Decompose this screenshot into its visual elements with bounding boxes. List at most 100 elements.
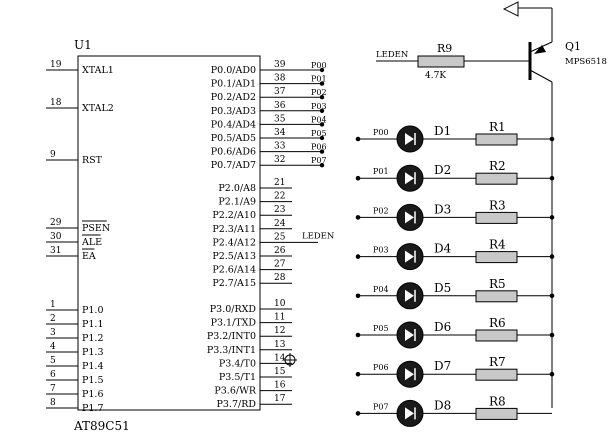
driver-stage: LEDEN R9 4.7K Q1 MPS6518: [376, 1, 607, 408]
led-row-4: P03 D4 R4: [355, 238, 555, 271]
pin-number: 39: [274, 60, 286, 70]
diode-ref: D1: [434, 124, 451, 138]
pin-name: EA: [82, 251, 96, 262]
pin-name: P3.7/RD: [217, 399, 257, 410]
resistor-ref: R4: [489, 238, 506, 252]
pin-number: 9: [50, 150, 56, 160]
pin-number: 2: [50, 314, 56, 324]
pin-name: P2.4/A12: [212, 237, 256, 248]
pin-name: XTAL2: [82, 103, 114, 114]
pin-number: 6: [50, 370, 56, 380]
transistor-emitter-arrow-icon: [534, 45, 546, 54]
net-label: P04: [311, 115, 327, 124]
pin-name: P2.2/A10: [212, 210, 256, 221]
r9-net-label: LEDEN: [376, 50, 409, 60]
led-net-label: P06: [373, 363, 389, 372]
diode-ref: D4: [434, 242, 452, 256]
pin-name: P3.5/T1: [219, 372, 256, 383]
pin-number: 38: [274, 74, 286, 84]
pin-number: 15: [274, 367, 286, 377]
pin-number: 27: [274, 260, 286, 270]
pin-name: P1.1: [82, 319, 104, 330]
pin-name: P2.6/A14: [212, 265, 256, 276]
resistor-icon: [475, 329, 518, 342]
pin-number: 5: [50, 356, 56, 366]
pin-number: 34: [274, 128, 286, 138]
pin-name: ALE: [81, 237, 102, 248]
pin-number: 22: [274, 192, 285, 202]
pin-number: 3: [50, 328, 56, 338]
pin-name: XTAL1: [82, 65, 114, 76]
pin-number: 18: [50, 98, 62, 108]
pin-number: 35: [274, 114, 286, 124]
pin-name: PSEN: [82, 223, 110, 234]
resistor-ref: R1: [489, 120, 506, 134]
pin-number: 28: [274, 273, 286, 283]
resistor-ref: R8: [489, 394, 506, 408]
pin-name: P1.0: [82, 305, 104, 316]
pin-number: 16: [274, 381, 286, 391]
mcu-ref: U1: [74, 38, 92, 52]
diode-ref: D3: [434, 202, 451, 216]
resistor-icon: [475, 407, 518, 420]
diode-ref: D5: [434, 281, 451, 295]
pin-name: RST: [82, 155, 103, 166]
pin-name: P3.0/RXD: [210, 304, 257, 315]
pin-name: P2.7/A15: [212, 278, 256, 289]
led-net-label: P03: [373, 246, 389, 255]
net-label: P02: [311, 88, 327, 97]
pin-name: P0.4/AD4: [211, 119, 256, 130]
pin-number: 7: [50, 384, 56, 394]
resistor-icon: [475, 211, 518, 224]
mcu-body: [77, 55, 261, 411]
led-net-label: P05: [373, 324, 389, 333]
net-label: P00: [311, 61, 327, 70]
net-label: LEDEN: [302, 231, 335, 241]
resistor-icon: [475, 368, 518, 381]
supply-arrow-icon: [502, 1, 519, 17]
pin-name: P1.5: [82, 375, 104, 386]
pin-name: P3.1/TXD: [211, 318, 257, 329]
diode-ref: D6: [434, 320, 451, 334]
net-label: P03: [311, 102, 327, 111]
pin-number: 4: [50, 342, 56, 352]
pin-number: 19: [50, 60, 62, 70]
r9-ref: R9: [437, 42, 452, 55]
resistor-r9: [417, 55, 465, 68]
q1-part: MPS6518: [565, 57, 607, 67]
resistor-icon: [475, 251, 518, 264]
